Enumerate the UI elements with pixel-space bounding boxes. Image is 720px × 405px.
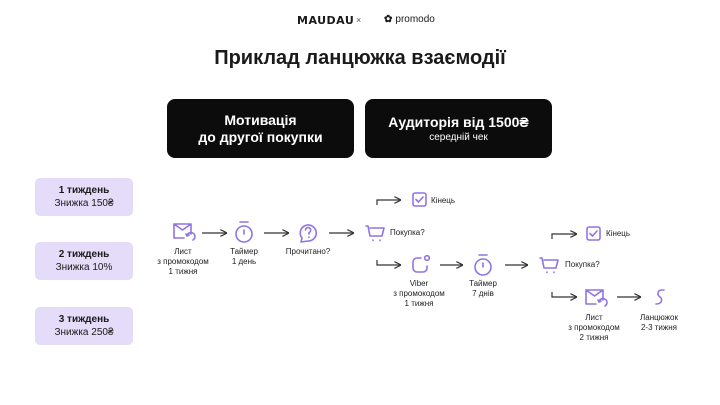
- end-1-label: Кінець: [431, 196, 456, 205]
- week-label: 2 тиждень: [58, 249, 110, 260]
- label-line: з промокодом: [393, 289, 445, 298]
- week-offer: Знижка 150₴: [54, 198, 114, 209]
- branch-arrow: [376, 260, 400, 265]
- read-label: Прочитано?: [285, 247, 331, 256]
- week-label: 3 тиждень: [58, 314, 110, 325]
- label-line: з промокодом: [568, 323, 620, 332]
- label-line: Таймер: [469, 279, 497, 288]
- promodo-logo: ✿promodo: [384, 14, 435, 25]
- label-line: 7 днів: [472, 289, 494, 298]
- card-subtitle: середній чек: [429, 132, 488, 143]
- audience-card: Аудиторія від 1500₴ середній чек: [365, 99, 552, 158]
- promodo-text: promodo: [395, 14, 435, 25]
- label-line: 1 тижня: [404, 299, 434, 308]
- promodo-mark-icon: ✿: [384, 14, 393, 25]
- label-line: 2 тижня: [579, 333, 609, 342]
- label-line: Лист: [174, 247, 192, 256]
- purchase-2-label: Покупка?: [565, 260, 600, 269]
- maudau-logo: MAUDAU: [297, 14, 355, 27]
- label-line: 1 день: [231, 257, 257, 266]
- week-offer: Знижка 10%: [55, 262, 113, 273]
- label-line: Viber: [409, 279, 429, 288]
- label-line: з промокодом: [157, 257, 209, 266]
- timer-icon: [235, 221, 253, 243]
- purchase-1-label: Покупка?: [390, 228, 425, 237]
- email-icon: [585, 289, 608, 307]
- week-label: 1 тиждень: [58, 185, 110, 196]
- card-subtitle: до другої покупки: [198, 128, 323, 145]
- label-line: Лист: [585, 313, 603, 322]
- card-title: Мотивація: [224, 111, 297, 128]
- branch-arrow: [376, 200, 400, 205]
- label-line: Таймер: [230, 247, 258, 256]
- branch-arrow: [551, 292, 576, 297]
- motivation-card: Мотивація до другої покупки: [167, 99, 354, 158]
- check-icon: [586, 226, 601, 241]
- check-icon: [412, 192, 427, 207]
- label-line: 2-3 тижня: [640, 323, 678, 332]
- branch-arrow: [551, 234, 576, 239]
- cart-icon: [365, 225, 385, 242]
- label-line: 1 тижня: [168, 267, 198, 276]
- email-icon: [173, 223, 196, 241]
- cart-icon: [539, 257, 559, 274]
- separator: ×: [356, 15, 362, 25]
- label-line: Ланцюжок: [640, 313, 678, 322]
- question-icon: [299, 224, 318, 243]
- page-title: Приклад ланцюжка взаємодії: [214, 47, 506, 69]
- timer-icon: [474, 254, 492, 276]
- week-offer: Знижка 250₴: [54, 327, 114, 338]
- chain-icon: [655, 289, 665, 305]
- end-2-label: Кінець: [606, 229, 631, 238]
- card-title: Аудиторія від 1500₴: [388, 114, 529, 130]
- viber-icon: [412, 254, 431, 273]
